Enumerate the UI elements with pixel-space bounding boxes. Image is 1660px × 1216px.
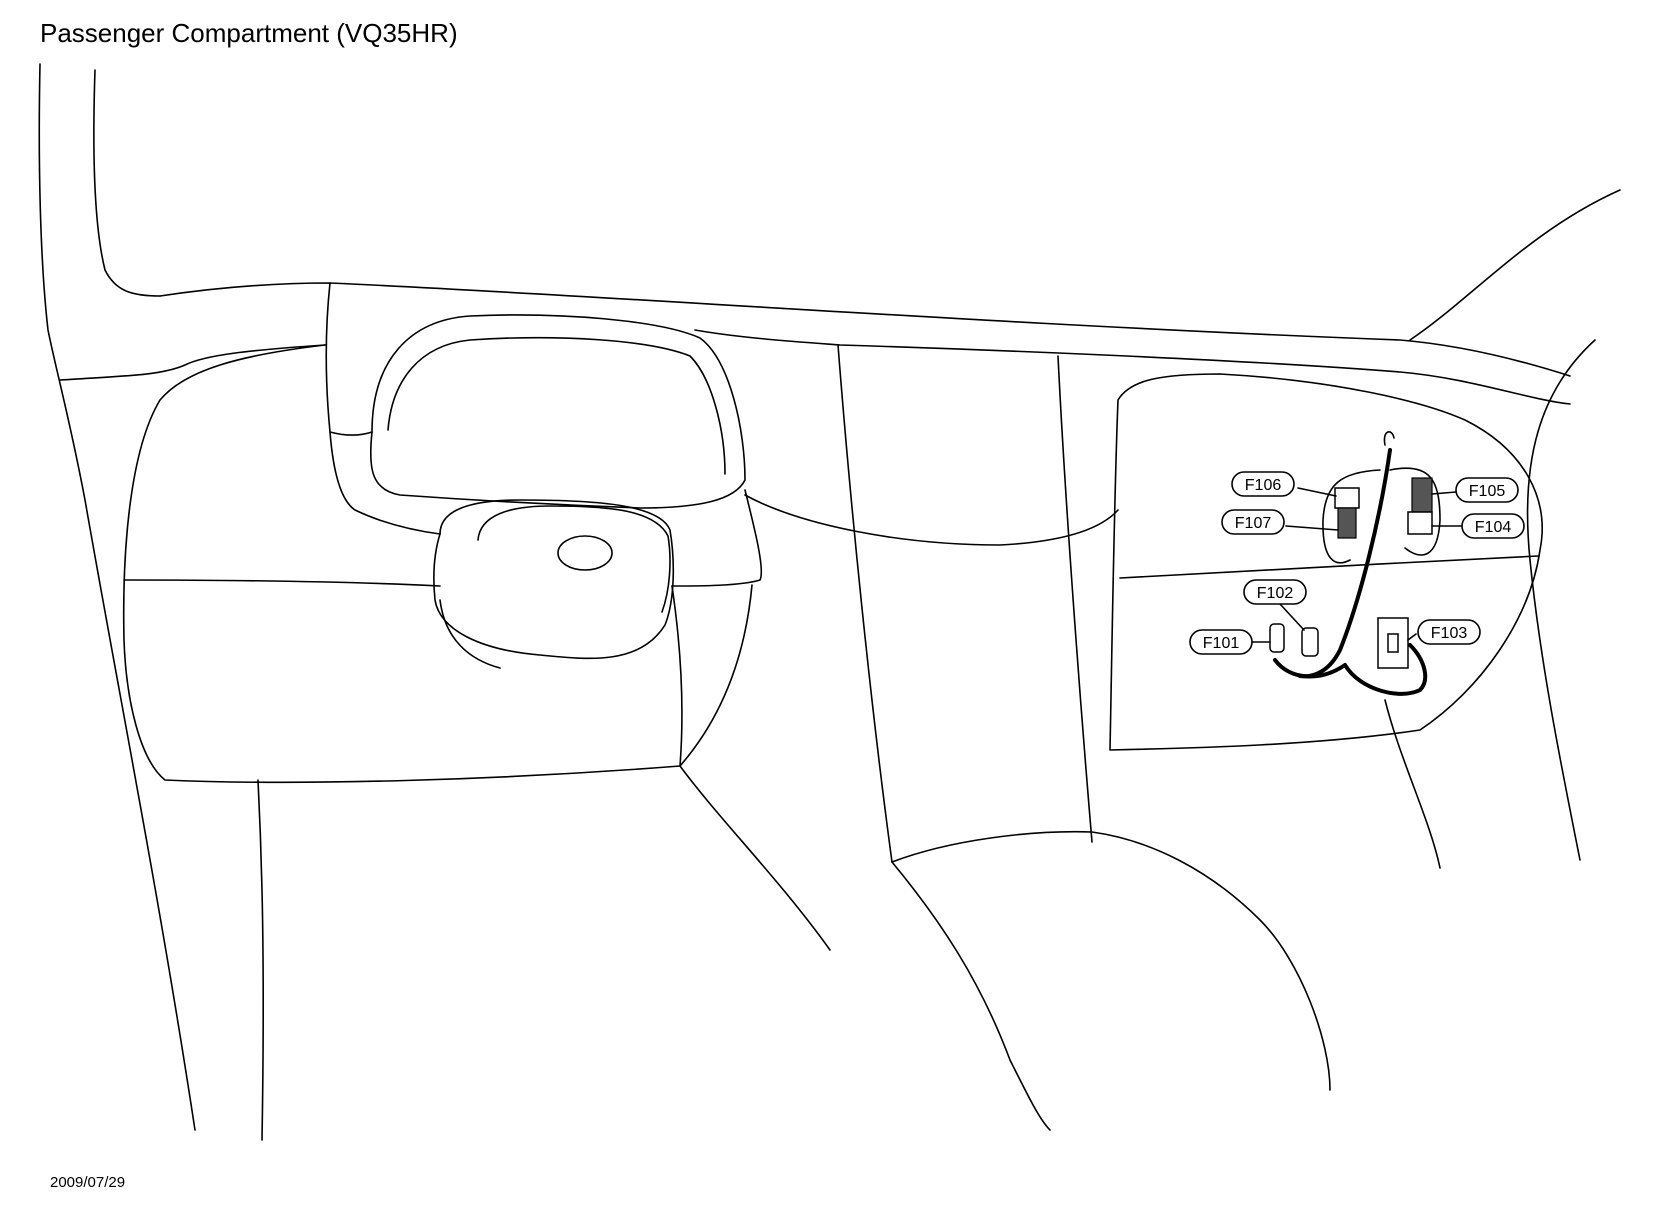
door-lower	[1384, 699, 1441, 869]
label-f102: F102	[1243, 579, 1307, 605]
leader-f102	[1279, 603, 1305, 631]
harness-f103	[1343, 643, 1428, 696]
steering-hub-outer	[433, 499, 675, 660]
ignition-switch	[557, 535, 613, 571]
floor-left	[257, 779, 265, 1141]
floor-tunnel	[679, 765, 831, 951]
cluster-inner	[387, 336, 726, 475]
label-f104: F104	[1461, 513, 1525, 539]
dash-mid-curve	[744, 494, 1119, 546]
date-stamp: 2009/07/29	[50, 1174, 126, 1191]
page-title: Passenger Compartment (VQ35HR)	[40, 18, 458, 48]
svg-text:F102: F102	[1257, 585, 1294, 602]
harness-loop-right	[1389, 467, 1441, 556]
windshield-edge	[1409, 189, 1621, 341]
leader-f107	[1285, 525, 1339, 531]
fuse-panel	[1109, 373, 1543, 751]
cluster-hood	[369, 314, 746, 509]
cluster-hood-left	[325, 282, 373, 436]
connector-body-f101	[1269, 623, 1285, 653]
knee-panel	[122, 344, 753, 784]
label-f103: F103	[1417, 619, 1481, 645]
leader-f105	[1431, 491, 1457, 495]
label-f101: F101	[1189, 629, 1253, 655]
door-curve	[1526, 339, 1596, 861]
hub-lower	[439, 599, 501, 669]
a-pillar-inner	[93, 69, 161, 297]
connector-body-f102	[1301, 627, 1319, 657]
fuse-panel-seam	[1119, 555, 1539, 579]
connector-body-f106	[1334, 487, 1360, 539]
console-right-edge	[1057, 355, 1093, 843]
connector-body-f103	[1377, 617, 1409, 669]
leader-f106	[1297, 487, 1337, 497]
svg-text:F106: F106	[1245, 477, 1282, 494]
knee-panel-right	[671, 585, 683, 767]
console-seat	[891, 830, 1331, 1091]
harness-f101-f102	[1273, 658, 1347, 679]
dash-right-top	[694, 329, 1571, 405]
svg-text:F105: F105	[1469, 483, 1506, 500]
harness-loop-left	[1322, 469, 1381, 564]
console-base-left	[891, 861, 1051, 1131]
leader-f103	[1407, 633, 1417, 641]
svg-text:F104: F104	[1475, 519, 1512, 536]
a-pillar-outer	[38, 63, 196, 1131]
label-f105: F105	[1455, 477, 1519, 503]
dash-top-edge	[159, 282, 1571, 377]
column-cover-side	[329, 431, 441, 535]
harness-main	[1298, 448, 1392, 679]
svg-text:F107: F107	[1235, 515, 1272, 532]
label-f107: F107	[1221, 509, 1285, 535]
console-left-edge	[837, 344, 893, 863]
steering-hub-inner	[477, 505, 671, 613]
dash-upper-line	[59, 344, 326, 381]
label-f106: F106	[1231, 471, 1295, 497]
connector-body-f105	[1407, 477, 1433, 535]
svg-text:F103: F103	[1431, 625, 1468, 642]
svg-text:F101: F101	[1203, 635, 1240, 652]
knee-panel-seam	[123, 579, 441, 587]
harness-top	[1383, 431, 1395, 446]
column-flange	[671, 489, 763, 587]
